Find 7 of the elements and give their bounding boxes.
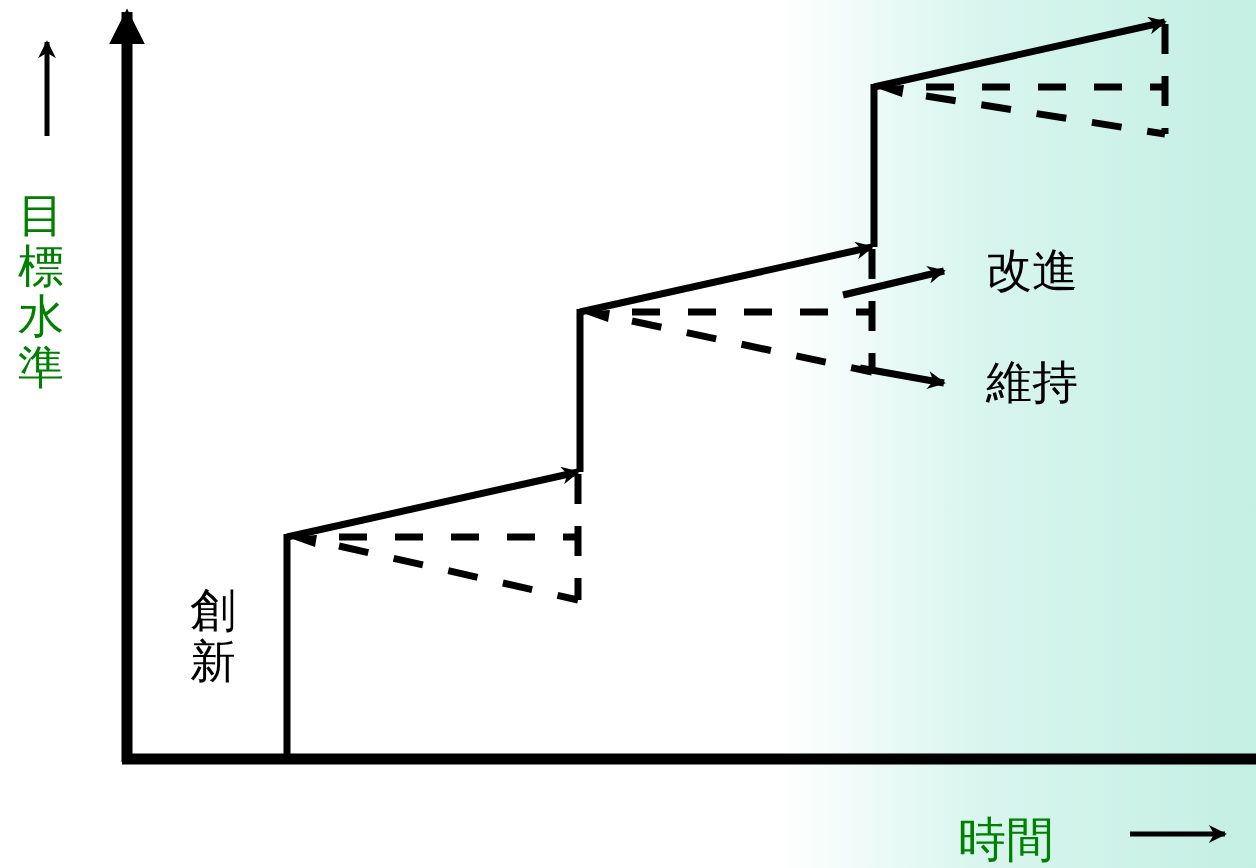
arrow: [842, 266, 946, 299]
step-label: 維持: [986, 352, 1078, 414]
axis-title: 目標水準: [18, 190, 64, 393]
arrow: [859, 364, 946, 389]
step-label: 改進: [986, 240, 1078, 302]
step-label: 創新: [190, 585, 236, 687]
axis-title: 時間: [958, 808, 1054, 868]
